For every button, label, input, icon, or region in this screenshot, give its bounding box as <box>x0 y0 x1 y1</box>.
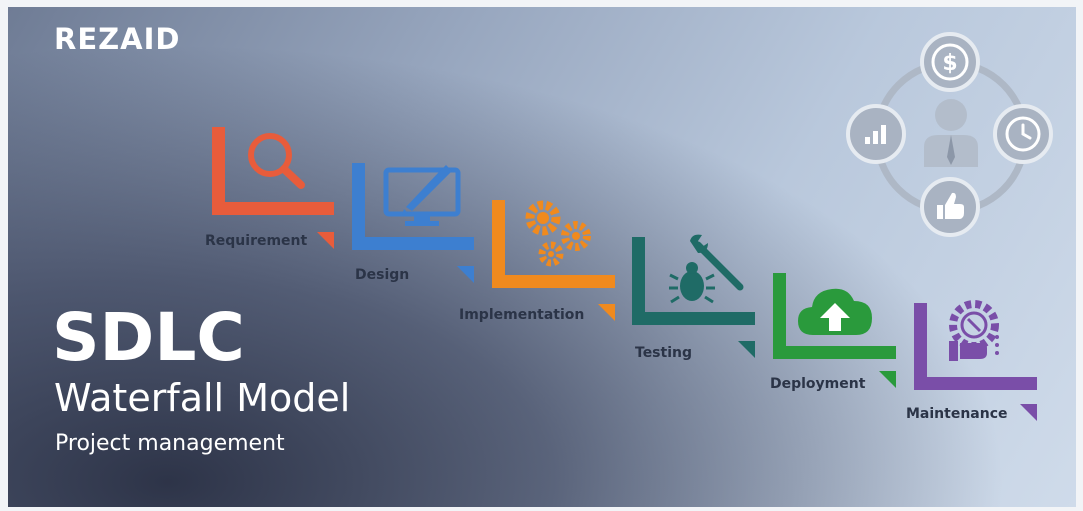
step-deployment: Deployment <box>770 273 896 392</box>
corner-graphic: $ <box>846 32 1053 237</box>
step-label-deployment: Deployment <box>770 376 866 392</box>
hero-banner: REZAID $ <box>8 7 1076 507</box>
page-tagline: Project management <box>55 431 285 456</box>
page-subtitle: Waterfall Model <box>54 376 351 420</box>
step-label-implementation: Implementation <box>459 307 584 323</box>
cloud-upload-icon <box>798 288 872 335</box>
gear-hand-icon <box>949 300 999 361</box>
step-label-maintenance: Maintenance <box>906 406 1008 422</box>
page-title: SDLC <box>52 299 245 376</box>
step-implementation: Implementation <box>459 200 615 323</box>
step-maintenance: Maintenance <box>906 300 1037 422</box>
brand-logo: REZAID <box>54 22 181 56</box>
step-label-testing: Testing <box>635 345 692 361</box>
step-design: Design <box>352 163 474 283</box>
bar-chart-icon <box>846 104 906 164</box>
bug-wrench-icon <box>669 234 744 304</box>
person-icon <box>924 99 978 167</box>
clock-icon <box>993 104 1053 164</box>
gears-icon <box>525 200 591 267</box>
svg-text:$: $ <box>942 51 957 76</box>
step-label-design: Design <box>355 267 409 283</box>
waterfall-diagram: $ <box>205 32 1053 422</box>
magnifier-icon <box>248 133 305 189</box>
monitor-pen-icon <box>383 165 461 226</box>
thumbs-up-icon <box>920 177 980 237</box>
step-testing: Testing <box>632 234 755 361</box>
step-requirement: Requirement <box>205 127 334 249</box>
dollar-icon: $ <box>920 32 980 92</box>
step-label-requirement: Requirement <box>205 233 308 249</box>
